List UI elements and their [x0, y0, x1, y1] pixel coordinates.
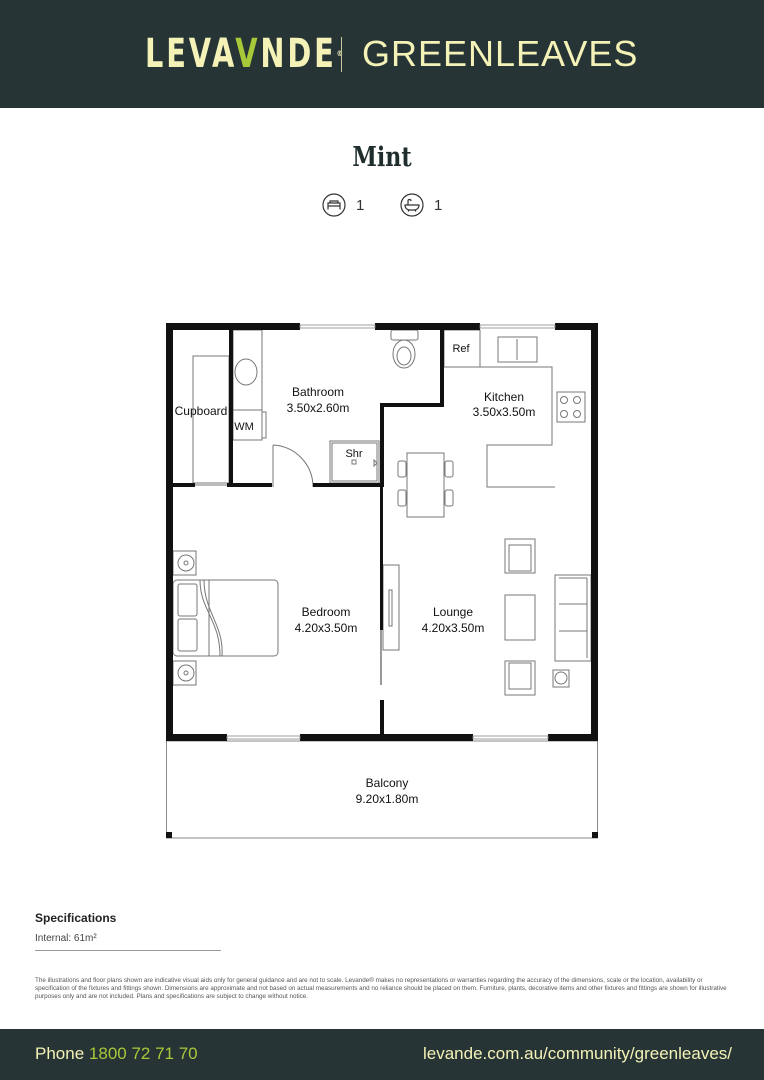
header-banner: LEVAVNDE® GREENLEAVES [0, 0, 764, 108]
tv-unit [382, 564, 400, 651]
sofa [554, 574, 592, 662]
chair [444, 489, 454, 507]
label-wm: WM [234, 421, 254, 433]
kitchen-counter [444, 366, 555, 488]
community-name: GREENLEAVES [362, 33, 639, 74]
chair [444, 460, 454, 478]
chair [397, 489, 407, 507]
plan-title: Mint [352, 142, 412, 173]
phone-number[interactable]: 1800 72 71 70 [88, 1044, 198, 1063]
windows [226, 324, 556, 740]
pillow [177, 618, 198, 652]
label-fridge: Ref [452, 343, 470, 355]
room-size-kitchen: 3.50x3.50m [473, 405, 536, 419]
door-swing [272, 444, 314, 488]
phone-contact: Phone 1800 72 71 70 [35, 1044, 198, 1063]
cupboard-shelf [192, 355, 230, 484]
levande-logo: LEVAVNDE® [145, 31, 343, 77]
cooktop-icon [556, 391, 586, 423]
internal-area: Internal: 61m² [35, 933, 97, 944]
room-label-kitchen: Kitchen [484, 390, 524, 404]
bed-icon [322, 193, 346, 217]
dining-table [406, 452, 445, 518]
room-size-bathroom: 3.50x2.60m [287, 401, 350, 415]
armchair [504, 660, 536, 696]
bathtub-icon [400, 193, 424, 217]
shower-tap [373, 458, 378, 468]
website-link[interactable]: levande.com.au/community/greenleaves/ [423, 1044, 732, 1063]
room-size-bedroom: 4.20x3.50m [295, 621, 358, 635]
header-divider [341, 37, 342, 72]
kitchen-sink [497, 336, 538, 363]
walls [166, 323, 598, 838]
pillow [177, 583, 198, 617]
room-label-lounge: Lounge [433, 605, 473, 619]
bedroom-count: 1 [322, 193, 364, 217]
specifications-heading: Specifications [35, 911, 117, 925]
room-label-bathroom: Bathroom [292, 385, 344, 399]
lamp-icon [552, 669, 570, 688]
bathroom-count: 1 [400, 193, 442, 217]
wm-door [261, 411, 267, 439]
label-cupboard: Cupboard [175, 404, 228, 418]
room-size-balcony: 9.20x1.80m [356, 792, 419, 806]
shower-drain [351, 459, 357, 465]
tv [388, 589, 393, 627]
toilet-icon [392, 339, 416, 369]
label-shower: Shr [345, 448, 362, 460]
room-size-lounge: 4.20x3.50m [422, 621, 485, 635]
basin-icon [234, 358, 258, 386]
room-label-balcony: Balcony [366, 776, 409, 790]
room-label-bedroom: Bedroom [302, 605, 351, 619]
armchair [504, 538, 536, 574]
bed [172, 579, 279, 657]
coffee-table [504, 594, 536, 641]
toilet-cistern [390, 329, 419, 341]
disclaimer: The illustrations and floor plans shown … [35, 977, 727, 1000]
footer-banner: Phone 1800 72 71 70 levande.com.au/commu… [0, 1029, 764, 1080]
specs-divider [35, 950, 221, 951]
chair [397, 460, 407, 478]
vanity [232, 329, 263, 411]
